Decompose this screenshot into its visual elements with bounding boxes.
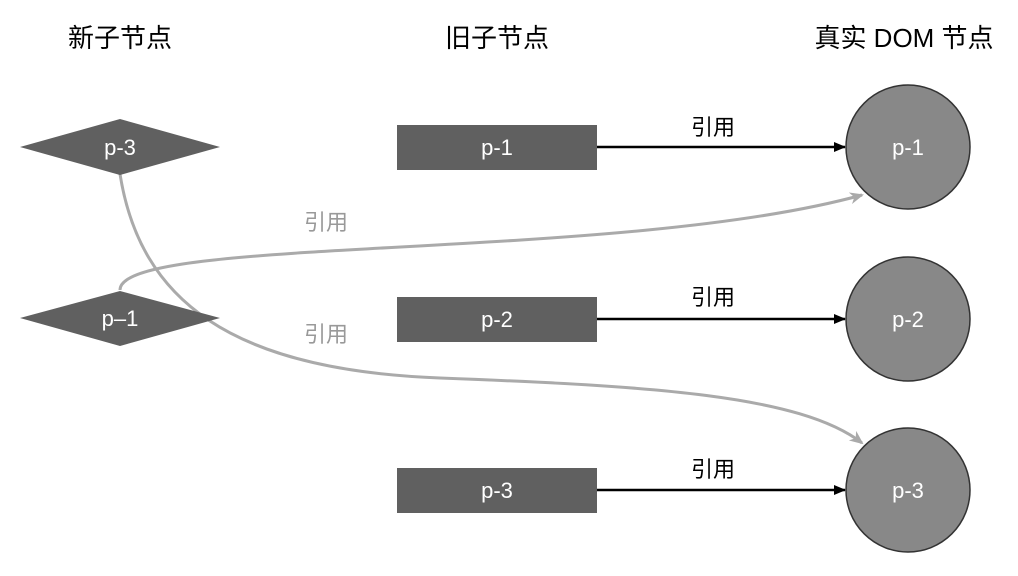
edge-new-p1-to-dom-p1 bbox=[118, 192, 864, 291]
edge-new-p3-to-dom-p3 bbox=[118, 173, 864, 445]
new-child-label-p1: p–1 bbox=[102, 306, 139, 331]
old-child-box-p3 bbox=[397, 468, 597, 513]
header-old-children: 旧子节点 bbox=[445, 23, 549, 53]
old-child-label-p3: p-3 bbox=[481, 478, 513, 503]
dom-node-circle-p2 bbox=[845, 256, 971, 382]
new-child-label-p3: p-3 bbox=[104, 135, 136, 160]
old-child-label-p1: p-1 bbox=[481, 135, 513, 160]
dom-node-label-p3: p-3 bbox=[892, 478, 924, 503]
edge-label-old-p3: 引用 bbox=[691, 457, 735, 482]
dom-node-label-p2: p-2 bbox=[892, 307, 924, 332]
edge-label-old-p2: 引用 bbox=[691, 285, 735, 310]
edge-label-new-p3: 引用 bbox=[304, 322, 348, 347]
new-child-diamond-p1 bbox=[20, 291, 220, 346]
header-new-children: 新子节点 bbox=[68, 23, 172, 53]
new-child-diamond-p3 bbox=[20, 119, 220, 175]
edge-label-new-p1: 引用 bbox=[304, 210, 348, 235]
old-child-box-p1 bbox=[397, 125, 597, 170]
old-child-box-p2 bbox=[397, 297, 597, 342]
old-child-label-p2: p-2 bbox=[481, 307, 513, 332]
dom-node-label-p1: p-1 bbox=[892, 135, 924, 160]
dom-node-circle-p3 bbox=[845, 427, 971, 553]
dom-node-circle-p1 bbox=[845, 84, 971, 210]
edge-label-old-p1: 引用 bbox=[691, 115, 735, 140]
header-real-dom: 真实 DOM 节点 bbox=[814, 23, 993, 53]
